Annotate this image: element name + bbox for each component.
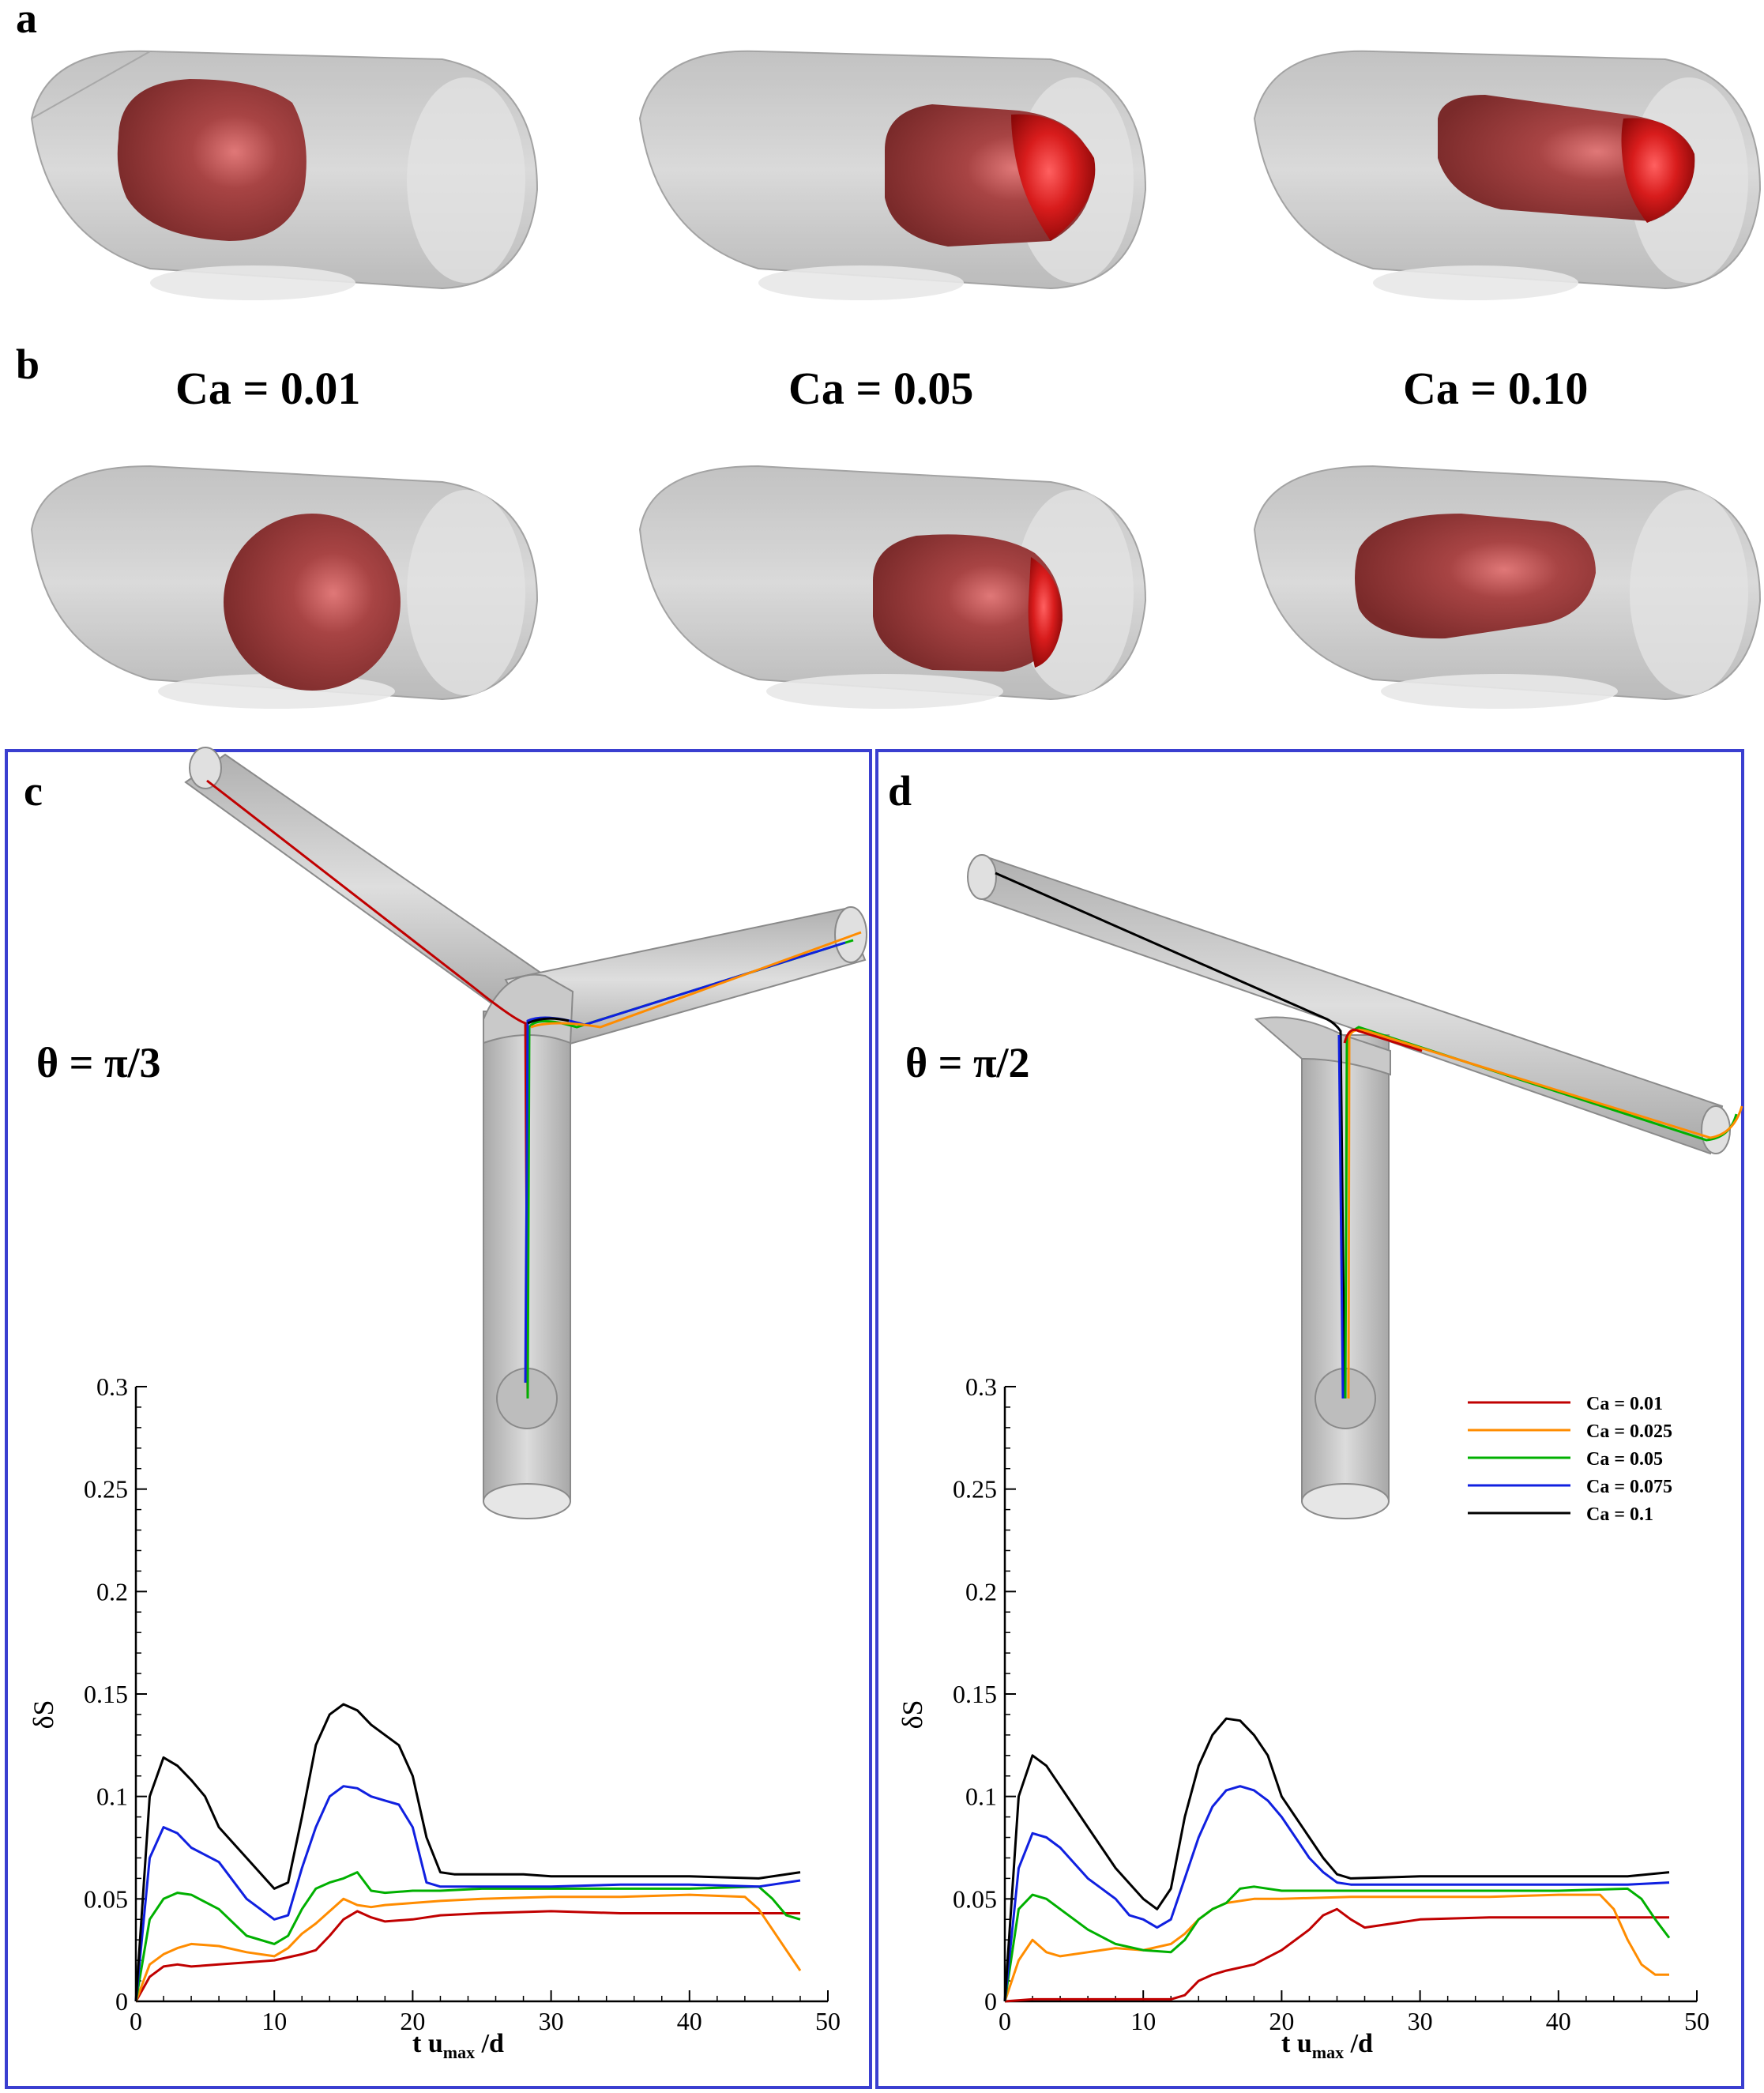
- x-axis-label-main: t u: [1281, 2029, 1312, 2058]
- x-axis-label-suffix: /d: [475, 2029, 504, 2058]
- y-tick-label: 0.05: [84, 1884, 128, 1913]
- x-axis-label-main: t u: [412, 2029, 443, 2058]
- y-tick-label: 0.3: [965, 1372, 997, 1401]
- chart-d: 0 0.05 0.1 0.15 0.2 0.25 0.3 0 10 20 30 40 50 t umax …: [897, 1372, 1709, 2062]
- y-tick-label: 0.1: [96, 1782, 128, 1811]
- droplet-b2: [873, 534, 1063, 672]
- x-axis-label-sub: max: [443, 2042, 475, 2062]
- series-line-4: [1003, 1717, 1670, 2002]
- y-tick-label: 0.15: [84, 1680, 128, 1708]
- panel-letter-a: a: [16, 0, 37, 42]
- y-tick-label: 0: [984, 1987, 997, 2016]
- theta-label-d: θ = π/2: [905, 1039, 1030, 1086]
- x-axis-label-sub: max: [1312, 2042, 1344, 2062]
- x-tick-label: 50: [1684, 2007, 1709, 2035]
- x-tick-label: 10: [261, 2007, 287, 2035]
- theta-label-c: θ = π/3: [36, 1039, 161, 1086]
- x-axis-label-suffix: /d: [1344, 2029, 1373, 2058]
- y-tick-label: 0.05: [953, 1884, 997, 1913]
- trajectory-c: [206, 779, 862, 1399]
- panel-letter-d: d: [888, 767, 912, 815]
- x-tick-label: 50: [815, 2007, 841, 2035]
- y-tick-label: 0.3: [96, 1372, 128, 1401]
- y-axis-label: δS: [28, 1700, 59, 1729]
- ca-label-2: Ca = 0.10: [1403, 363, 1589, 414]
- droplet-b3: [1355, 514, 1596, 639]
- y-axis-label: δS: [897, 1700, 928, 1729]
- chart-c: 0 0.05 0.1 0.15 0.2 0.25 0.3 0 10 20 30 40 50 t umax …: [28, 1372, 841, 2062]
- series-line-0: [1004, 1907, 1669, 2003]
- droplet-a2: [885, 104, 1096, 247]
- legend-label-2: Ca = 0.05: [1586, 1449, 1663, 1470]
- panel-c-frame: [5, 749, 872, 2089]
- y-tick-label: 0.1: [965, 1782, 997, 1811]
- series-line-4: [134, 1703, 801, 2002]
- series-line-2: [134, 1871, 801, 2002]
- y-junction-pipe-c: [184, 747, 867, 1519]
- y-tick-label: 0.25: [84, 1475, 128, 1504]
- series-line-1: [134, 1893, 802, 2002]
- panel-letter-b: b: [16, 341, 40, 388]
- y-tick-label: 0: [115, 1987, 128, 2016]
- series-line-0: [134, 1910, 800, 2002]
- droplet-a3: [1438, 95, 1695, 223]
- series-line-3: [134, 1785, 801, 2002]
- x-tick-label: 30: [539, 2007, 564, 2035]
- x-tick-label: 10: [1130, 2007, 1156, 2035]
- panel-d-frame: [875, 749, 1744, 2089]
- x-tick-label: 40: [677, 2007, 702, 2035]
- series-line-1: [1003, 1893, 1669, 2002]
- y-tick-label: 0.2: [965, 1577, 997, 1606]
- y-tick-label: 0.25: [953, 1475, 997, 1504]
- legend-label-3: Ca = 0.075: [1586, 1477, 1672, 1497]
- y-tick-label: 0.15: [953, 1680, 997, 1708]
- legend-label-1: Ca = 0.025: [1586, 1421, 1672, 1442]
- droplet-b1: [224, 514, 401, 691]
- x-tick-label: 40: [1546, 2007, 1571, 2035]
- x-tick-label: 0: [130, 2007, 142, 2035]
- x-tick-label: 20: [1269, 2007, 1294, 2035]
- droplet-a1: [117, 79, 307, 241]
- series-line-3: [1003, 1785, 1670, 2002]
- ca-label-1: Ca = 0.05: [788, 363, 974, 414]
- series-line-2: [1003, 1885, 1671, 2002]
- y-tick-label: 0.2: [96, 1577, 128, 1606]
- legend-label-4: Ca = 0.1: [1586, 1504, 1653, 1525]
- x-axis-label: t umax /d: [1281, 2029, 1373, 2062]
- legend-label-0: Ca = 0.01: [1586, 1394, 1663, 1414]
- t-junction-pipe-d: [967, 854, 1731, 1519]
- x-axis-label: t umax /d: [412, 2029, 504, 2062]
- x-tick-label: 30: [1408, 2007, 1433, 2035]
- x-tick-label: 0: [999, 2007, 1011, 2035]
- x-tick-label: 20: [400, 2007, 425, 2035]
- panel-letter-c: c: [24, 767, 43, 815]
- trajectory-d: [995, 871, 1743, 1399]
- ca-label-0: Ca = 0.01: [175, 363, 361, 414]
